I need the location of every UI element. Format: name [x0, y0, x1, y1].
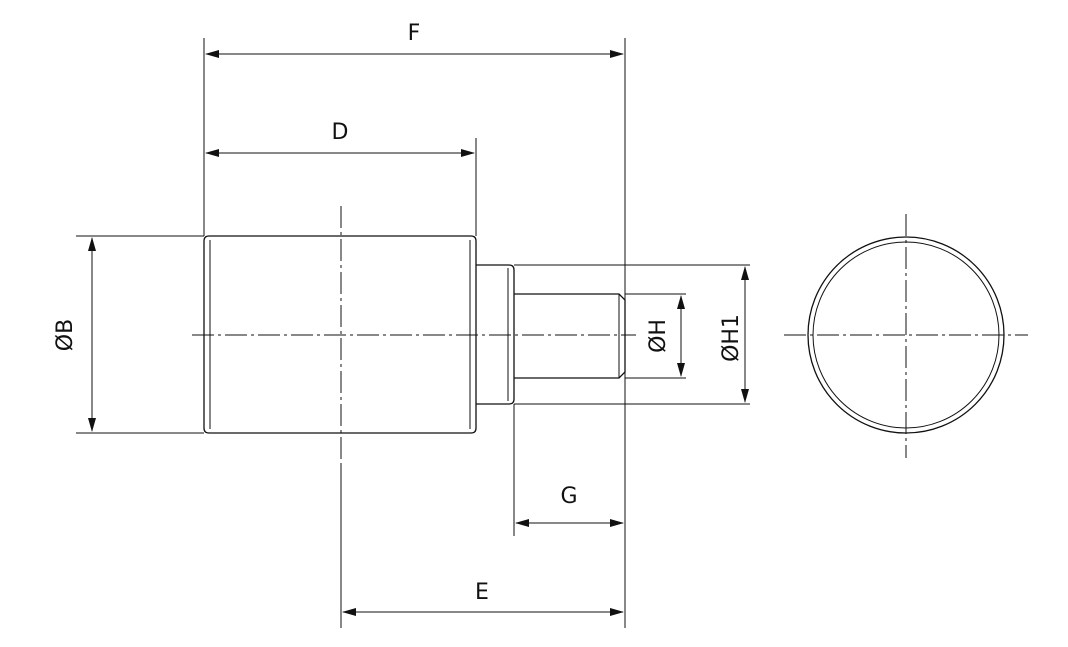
label-f: F [408, 21, 421, 46]
end-view [784, 214, 1028, 458]
dimension-b: ØB [53, 237, 96, 432]
label-d: D [332, 120, 349, 145]
label-e: E [475, 580, 489, 605]
dimension-g: G [515, 484, 624, 527]
label-h: ØH [646, 319, 671, 353]
label-g: G [560, 484, 577, 509]
dimension-h: ØH [646, 295, 685, 377]
dimension-f: F [205, 21, 624, 58]
dimension-d: D [205, 120, 475, 157]
dimension-e: E [342, 580, 624, 616]
dimension-h1: ØH1 [719, 266, 749, 403]
label-h1: ØH1 [719, 314, 744, 362]
label-b: ØB [53, 319, 78, 351]
